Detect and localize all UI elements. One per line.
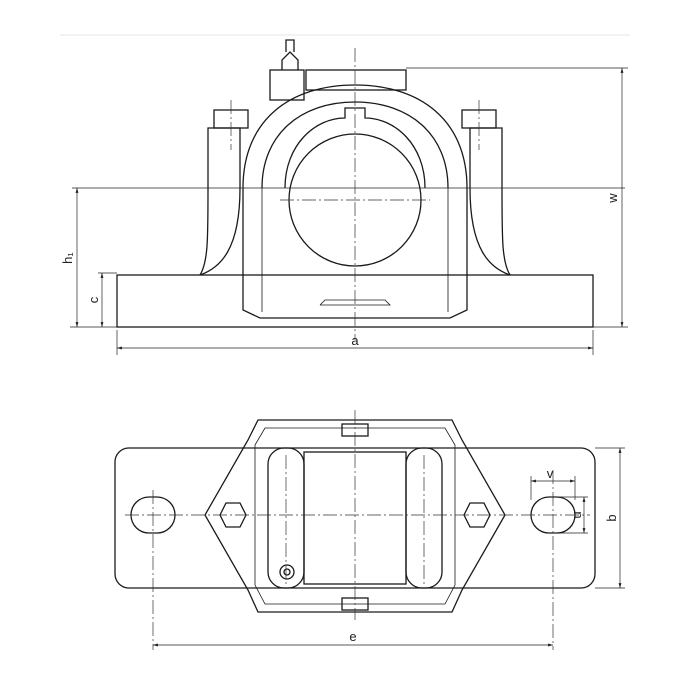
dim-label-e: e <box>349 629 356 644</box>
top-view <box>114 410 625 650</box>
dim-label-b: b <box>604 514 619 521</box>
dim-label-w: w <box>605 193 620 204</box>
dim-label-u: u <box>569 511 584 518</box>
dim-label-h1: h₁ <box>60 252 75 264</box>
dim-label-c: c <box>86 296 101 303</box>
dim-label-a: a <box>351 333 359 348</box>
dim-label-v: v <box>547 466 554 481</box>
front-view <box>70 39 628 355</box>
